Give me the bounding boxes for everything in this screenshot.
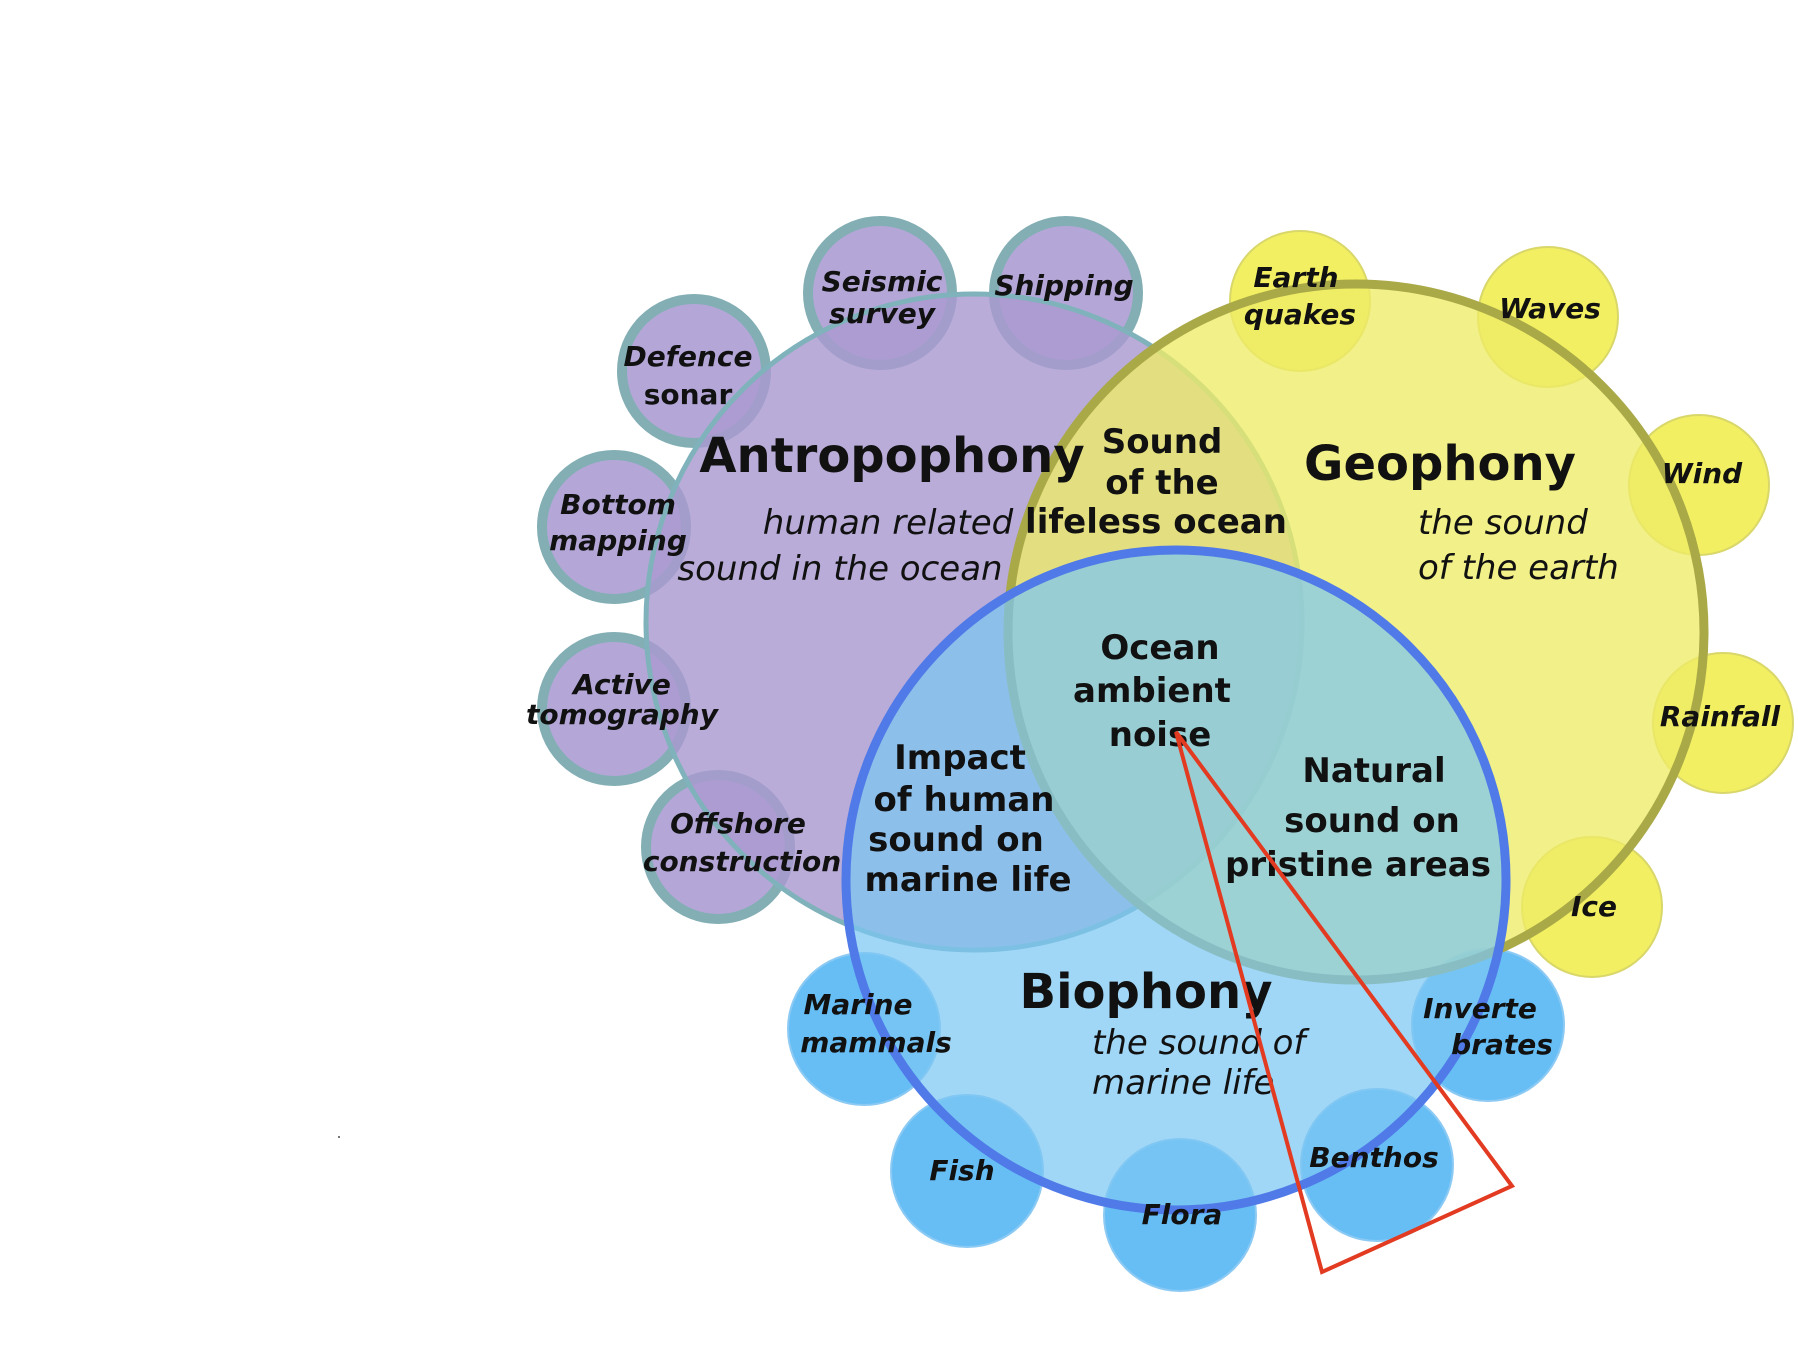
anthropophony-title: Antropophony <box>699 428 1084 484</box>
satellite-label-fish: Fish <box>929 1154 994 1187</box>
stray-dot <box>338 1136 340 1138</box>
biophony-circle <box>841 545 1511 1215</box>
satellite-label-flora: Flora <box>1142 1198 1223 1231</box>
satellite-label-wind: Wind <box>1662 457 1743 490</box>
satellite-label-benthos: Benthos <box>1309 1141 1439 1174</box>
red-triangle-annotation <box>1174 730 1516 1275</box>
satellite-label-waves: Waves <box>1499 292 1601 325</box>
biophony-title: Biophony <box>1020 964 1273 1020</box>
satellite-label-ice: Ice <box>1571 890 1617 923</box>
geophony-title: Geophony <box>1304 436 1576 492</box>
satellite-label-rainfall: Rainfall <box>1660 700 1781 733</box>
satellite-label-shipping: Shipping <box>994 269 1133 302</box>
